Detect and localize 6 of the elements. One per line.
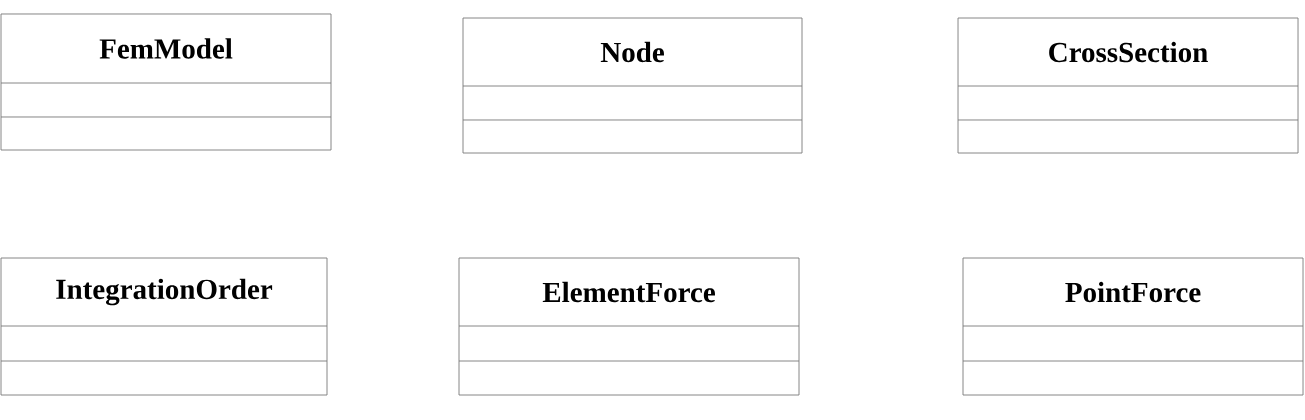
class-box: ElementForce — [458, 257, 800, 396]
class-box: PointForce — [962, 257, 1304, 396]
class-box: IntegrationOrder — [0, 257, 328, 396]
class-box: Node — [462, 17, 803, 154]
class-box: FemModel — [0, 13, 332, 151]
class-box: CrossSection — [957, 17, 1299, 154]
